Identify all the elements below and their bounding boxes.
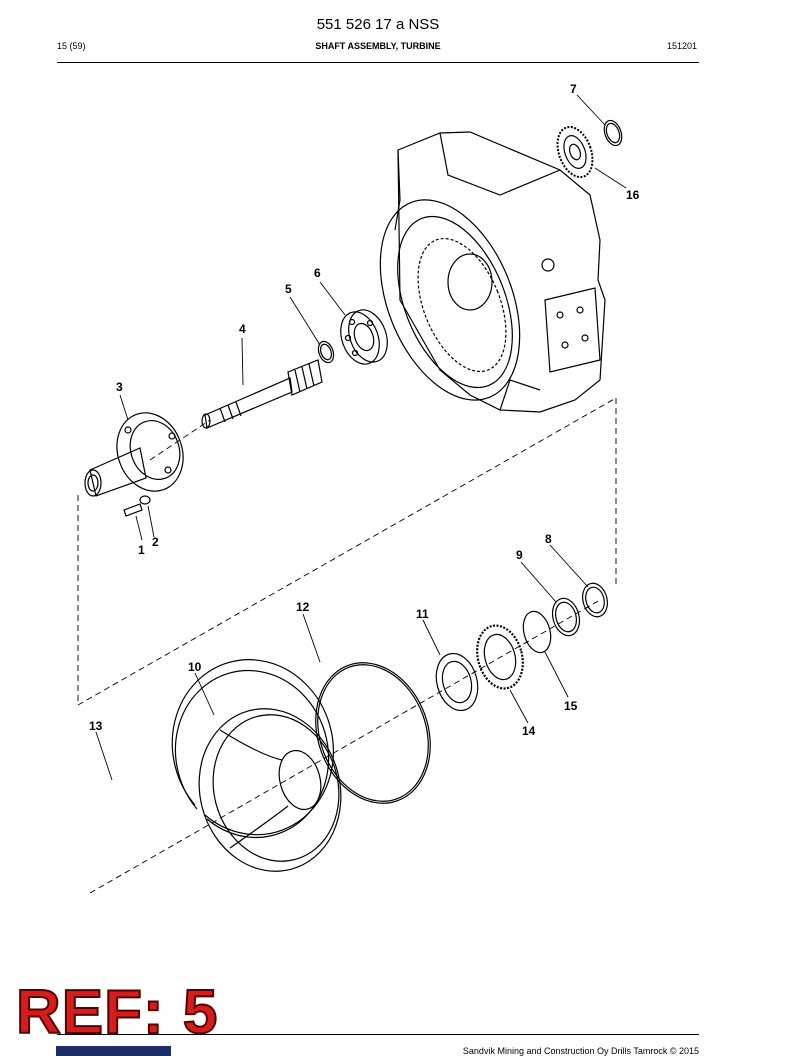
copyright-footer: Sandvik Mining and Construction Oy Drill… bbox=[462, 1046, 699, 1056]
bolt-part-1 bbox=[123, 503, 143, 517]
callout-15: 15 bbox=[564, 699, 578, 713]
page-number: 15 (59) bbox=[57, 41, 86, 51]
section-heading: SHAFT ASSEMBLY, TURBINE bbox=[315, 41, 441, 51]
callout-14: 14 bbox=[522, 724, 536, 738]
callout-9: 9 bbox=[516, 548, 523, 562]
ring-part-8 bbox=[582, 582, 608, 618]
callout-5: 5 bbox=[285, 282, 292, 296]
footer-rule bbox=[57, 1034, 699, 1035]
ring-part-13 bbox=[171, 659, 334, 839]
piston-part-10 bbox=[198, 708, 342, 872]
callout-12: 12 bbox=[296, 600, 310, 614]
company-logo bbox=[56, 1046, 171, 1056]
disc-part-14 bbox=[476, 624, 524, 690]
callout-8: 8 bbox=[545, 532, 552, 546]
callout-16: 16 bbox=[626, 188, 640, 202]
ring-part-5 bbox=[317, 340, 335, 364]
callout-1: 1 bbox=[138, 543, 145, 557]
document-code: 151201 bbox=[666, 41, 697, 51]
callout-7: 7 bbox=[570, 82, 577, 96]
shaft-part-4 bbox=[201, 359, 323, 429]
callout-6: 6 bbox=[314, 266, 321, 280]
ring-part-12 bbox=[315, 662, 431, 804]
callout-13: 13 bbox=[89, 719, 103, 733]
ring-part-9 bbox=[551, 597, 581, 637]
leader-lines bbox=[95, 94, 627, 781]
callout-2: 2 bbox=[152, 535, 159, 549]
callout-3: 3 bbox=[116, 380, 123, 394]
header-rule bbox=[57, 62, 699, 63]
ring-part-15 bbox=[522, 610, 552, 654]
gear-part-16 bbox=[556, 125, 594, 179]
assembly-centerlines bbox=[77, 397, 617, 894]
washer-part-2 bbox=[139, 495, 151, 505]
snap-ring-part-7 bbox=[603, 119, 623, 147]
reference-stamp: REF: 5 bbox=[15, 978, 219, 1047]
washer-part-11 bbox=[435, 652, 479, 712]
callout-10: 10 bbox=[188, 660, 202, 674]
flange-part-3 bbox=[84, 412, 184, 497]
bearing-part-6 bbox=[340, 309, 388, 365]
document-title: 551 526 17 a NSS bbox=[316, 16, 440, 33]
callout-11: 11 bbox=[416, 607, 429, 621]
housing-drawing bbox=[379, 131, 606, 413]
callout-4: 4 bbox=[239, 322, 246, 336]
